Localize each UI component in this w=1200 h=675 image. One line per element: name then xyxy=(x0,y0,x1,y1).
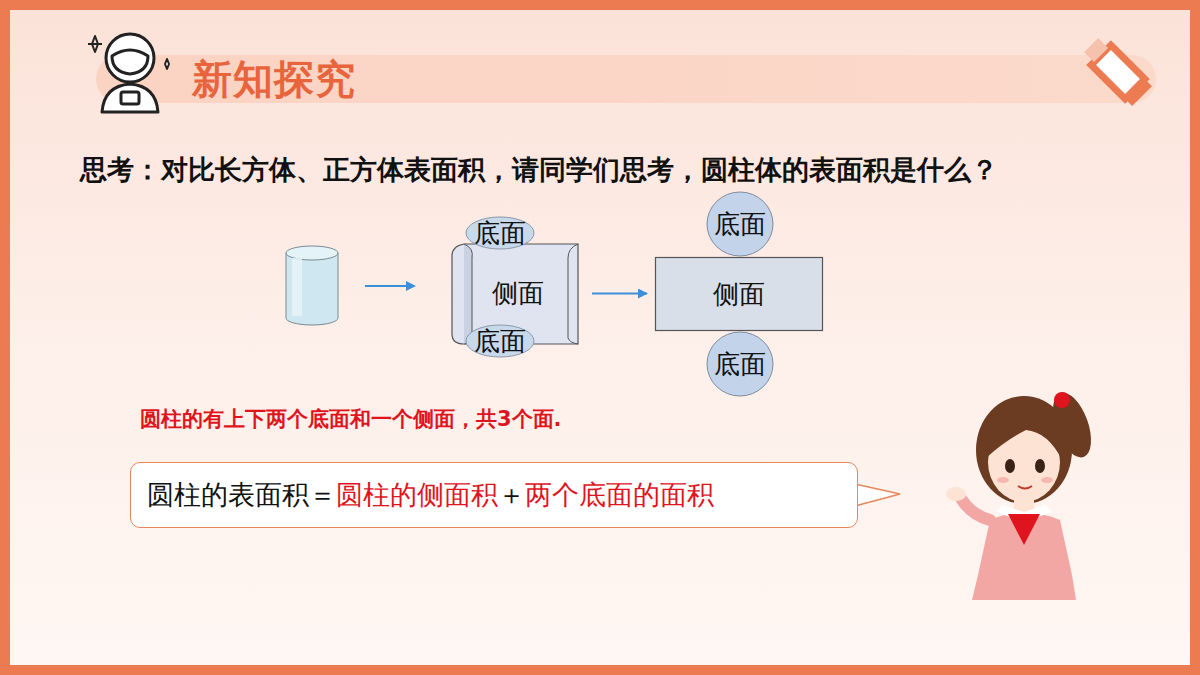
summary-note: 圆柱的有上下两个底面和一个侧面，共3个面. xyxy=(140,405,562,433)
node-label: 底面 xyxy=(474,219,526,248)
question-text: 思考：对比长方体、正方体表面积，请同学们思考，圆柱体的表面积是什么？ xyxy=(80,148,1080,193)
node-text-group: 侧面 xyxy=(492,279,544,308)
formula-part: 圆柱的表面积＝ xyxy=(147,479,336,510)
node-text-group: 底面 xyxy=(474,327,526,356)
pencil-icon xyxy=(1081,35,1152,106)
node-label: 侧面 xyxy=(713,280,765,309)
astronaut-icon xyxy=(88,34,169,112)
node-text-group: 底面 xyxy=(714,210,766,239)
formula-part: 两个底面的面积 xyxy=(525,479,714,510)
unroll-arrow xyxy=(365,281,416,291)
base-ellipse: 底面 xyxy=(465,324,535,358)
formula-bubble: 圆柱的表面积＝圆柱的侧面积＋两个底面的面积 xyxy=(130,462,858,528)
node-text-group: 底面 xyxy=(474,219,526,248)
node-label: 底面 xyxy=(474,327,526,356)
bubble-tail xyxy=(855,484,900,506)
slide-title: 新知探究 xyxy=(192,52,356,107)
cylinder-figure xyxy=(286,246,338,325)
node-text-group: 底面 xyxy=(714,350,766,379)
base-ellipse: 底面 xyxy=(465,216,535,250)
base-circle: 底面 xyxy=(706,191,774,257)
formula-part: ＋ xyxy=(498,479,525,510)
node-label: 底面 xyxy=(714,350,766,379)
node-label: 底面 xyxy=(714,210,766,239)
formula-text: 圆柱的表面积＝圆柱的侧面积＋两个底面的面积 xyxy=(147,477,714,513)
node-text-group: 侧面 xyxy=(713,280,765,309)
flow-arrow xyxy=(592,293,647,295)
lateral-rectangle: 侧面 xyxy=(655,257,823,331)
girl-illustration xyxy=(946,388,1099,600)
base-circle: 底面 xyxy=(706,331,774,397)
formula-part: 圆柱的侧面积 xyxy=(336,479,498,510)
node-label: 侧面 xyxy=(492,279,544,308)
